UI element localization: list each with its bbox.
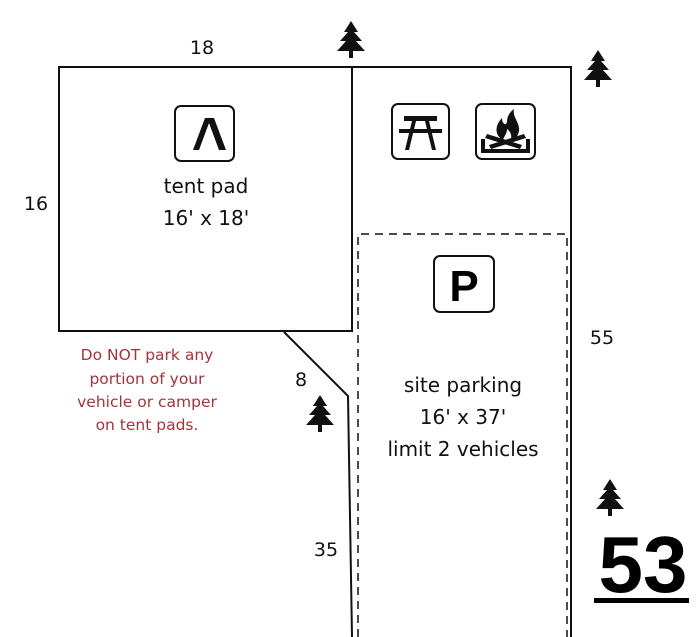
parking-area-outline xyxy=(357,233,568,637)
parking-size: 16' x 37' xyxy=(420,405,506,429)
tent-pad-outline xyxy=(58,66,353,332)
site-number: 53 xyxy=(599,520,688,609)
parking-icon: P xyxy=(433,255,495,313)
tree-icon xyxy=(596,479,624,516)
tree-icon xyxy=(337,21,365,58)
tent-pad-size: 16' x 18' xyxy=(163,206,249,230)
campfire-icon xyxy=(475,103,536,160)
parking-warning: Do NOT park any portion of your vehicle … xyxy=(77,346,217,434)
site-number-underline xyxy=(594,598,689,603)
warning-line: Do NOT park any xyxy=(81,346,214,364)
picnic-table-icon xyxy=(391,103,450,160)
tent-pad-title: tent pad xyxy=(164,174,249,198)
parking-icon-letter: P xyxy=(449,262,478,311)
dimension-right-side: 55 xyxy=(590,327,614,349)
parking-limit: limit 2 vehicles xyxy=(387,437,538,461)
tree-icon xyxy=(306,395,334,432)
site-boundary xyxy=(283,66,572,637)
warning-line: vehicle or camper xyxy=(77,393,217,411)
tree-icon xyxy=(584,50,612,87)
dimension-tent-width: 18 xyxy=(190,37,214,59)
warning-line: on tent pads. xyxy=(96,416,199,434)
dimension-left-lower: 35 xyxy=(314,539,338,561)
warning-line: portion of your xyxy=(89,370,205,388)
dimension-diagonal: 8 xyxy=(295,369,307,391)
parking-title: site parking xyxy=(404,373,522,397)
dimension-tent-depth: 16 xyxy=(24,193,48,215)
tent-icon xyxy=(174,105,235,162)
